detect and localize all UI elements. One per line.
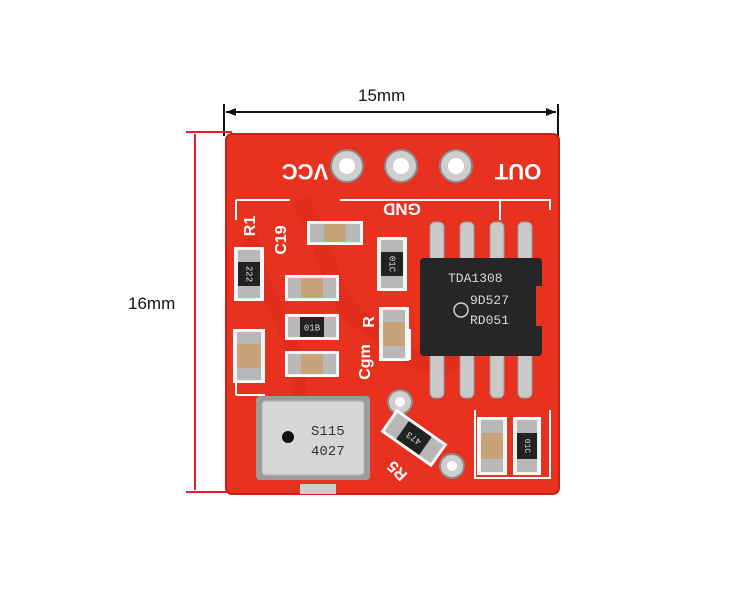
width-dimension — [223, 104, 559, 136]
capacitor-middle-2 — [285, 351, 339, 377]
smd-components: 222 01B — [233, 221, 541, 475]
designator-r: R — [361, 316, 378, 328]
capacitor-left — [233, 329, 265, 383]
resistor-222: 222 — [234, 247, 264, 301]
height-dimension — [186, 131, 232, 493]
designator-cgm: Cgm — [357, 344, 374, 380]
capacitor-near-chip — [379, 307, 409, 361]
resistor-01c-bottom: 01C — [513, 417, 541, 475]
pin-label-out: OUT — [494, 159, 541, 184]
resistor-01c-top: 01C — [377, 237, 407, 291]
capacitor-middle-1 — [285, 275, 339, 301]
resistor-r5: 473 — [380, 408, 448, 468]
chip-marking-line2: 9D527 — [470, 293, 509, 308]
edge-pads — [300, 484, 336, 494]
chip-marking-line1: TDA1308 — [448, 271, 503, 286]
height-dimension-label: 16mm — [128, 294, 176, 313]
width-dimension-label: 15mm — [358, 86, 406, 105]
pin-label-vcc: VCC — [282, 159, 329, 184]
designator-r1: R1 — [242, 216, 259, 237]
resistor-01b: 01B — [285, 314, 339, 340]
resistor-01b-code: 01B — [304, 323, 321, 333]
resistor-01c-bottom-code: 01C — [522, 439, 531, 454]
mems-microphone: S115 4027 — [256, 396, 370, 480]
designator-c19: C19 — [273, 225, 290, 254]
resistor-01c-top-code: 01C — [387, 256, 397, 273]
capacitor-c19 — [307, 221, 363, 245]
chip-marking-line3: RD051 — [470, 313, 509, 328]
resistor-222-code: 222 — [244, 266, 254, 282]
silkscreen-labels: VCC GND OUT R1 C19 Cgm R R5 — [242, 159, 541, 483]
mic-marking-line2: 4027 — [311, 444, 345, 460]
amplifier-chip: TDA1308 9D527 RD051 — [420, 221, 544, 399]
mic-marking-line1: S115 — [311, 424, 345, 440]
capacitor-bottom-right — [477, 417, 507, 475]
pin-label-gnd: GND — [383, 200, 421, 219]
